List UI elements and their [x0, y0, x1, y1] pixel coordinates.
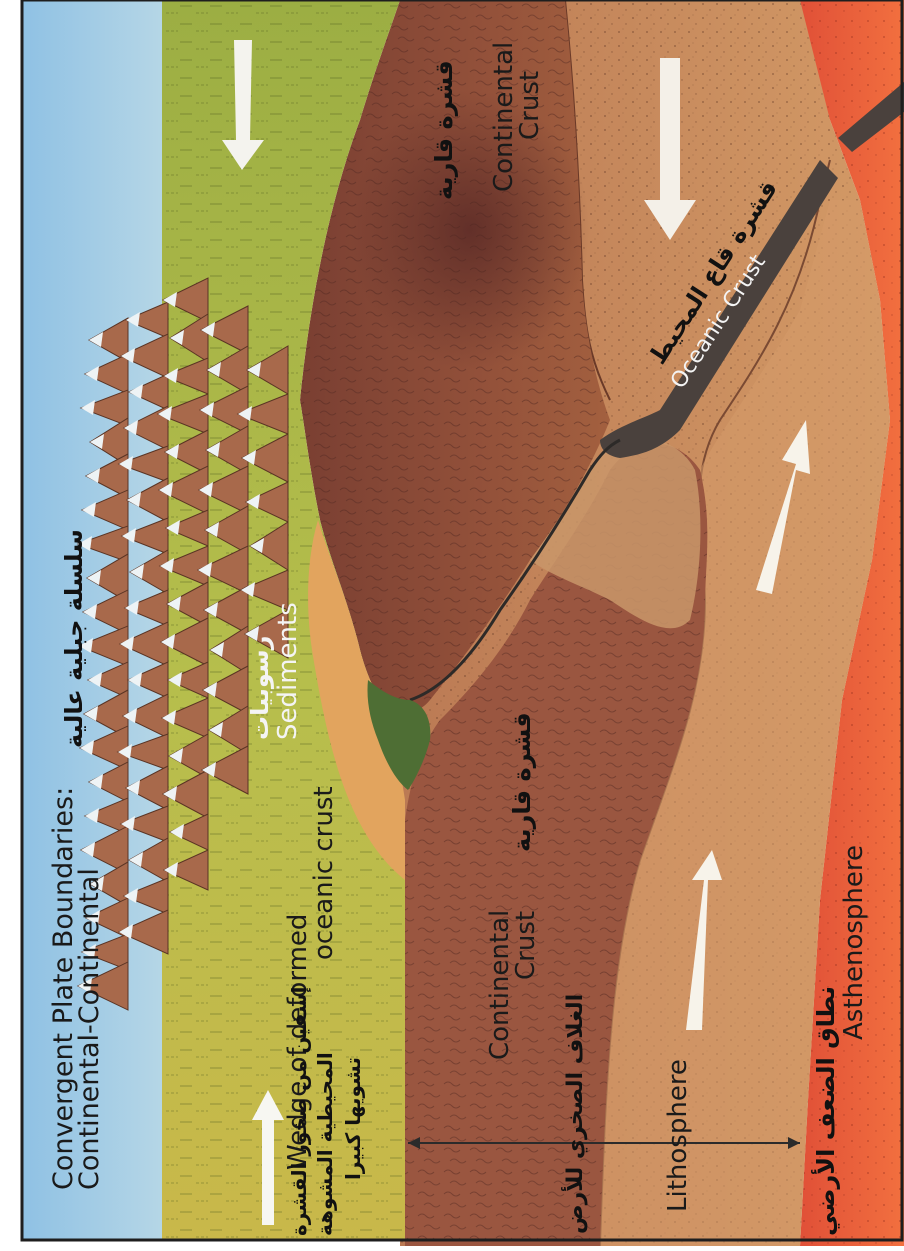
- wedge-label-ar-line-3: تشويها كبيرا: [341, 1057, 365, 1180]
- continental-crust-upper-label-ar: قشرة قارية: [430, 60, 458, 200]
- wedge-label-en-line-2: oceanic crust: [309, 786, 339, 960]
- continental-crust-lower-label-ar: قشرة قارية: [508, 712, 536, 852]
- mountain-range-label-ar: سلسلة جبلية عالية: [60, 529, 88, 748]
- sediments-label-ar: رسوبيات: [246, 636, 274, 740]
- title-line-2: Continental-Continental: [74, 868, 105, 1190]
- wedge-label-ar-line-2: المحيطية المشوهة: [313, 1052, 337, 1236]
- wedge-label-ar-line-1: إسفين من صخور القشرة: [287, 986, 311, 1236]
- continental-crust-lower-label-en-2: Crust: [511, 911, 541, 980]
- continental-crust-upper-label-en-2: Crust: [515, 71, 545, 140]
- lithosphere-label-ar: الغلاف الصخري للأرض: [560, 994, 588, 1234]
- asthenosphere-label-en: Asthenosphere: [839, 845, 869, 1040]
- sediments-label-en: Sediments: [273, 602, 303, 740]
- asthenosphere-label-ar: نطاق الضعف الأرضي: [811, 986, 840, 1236]
- lithosphere-label-en: Lithosphere: [663, 1059, 693, 1212]
